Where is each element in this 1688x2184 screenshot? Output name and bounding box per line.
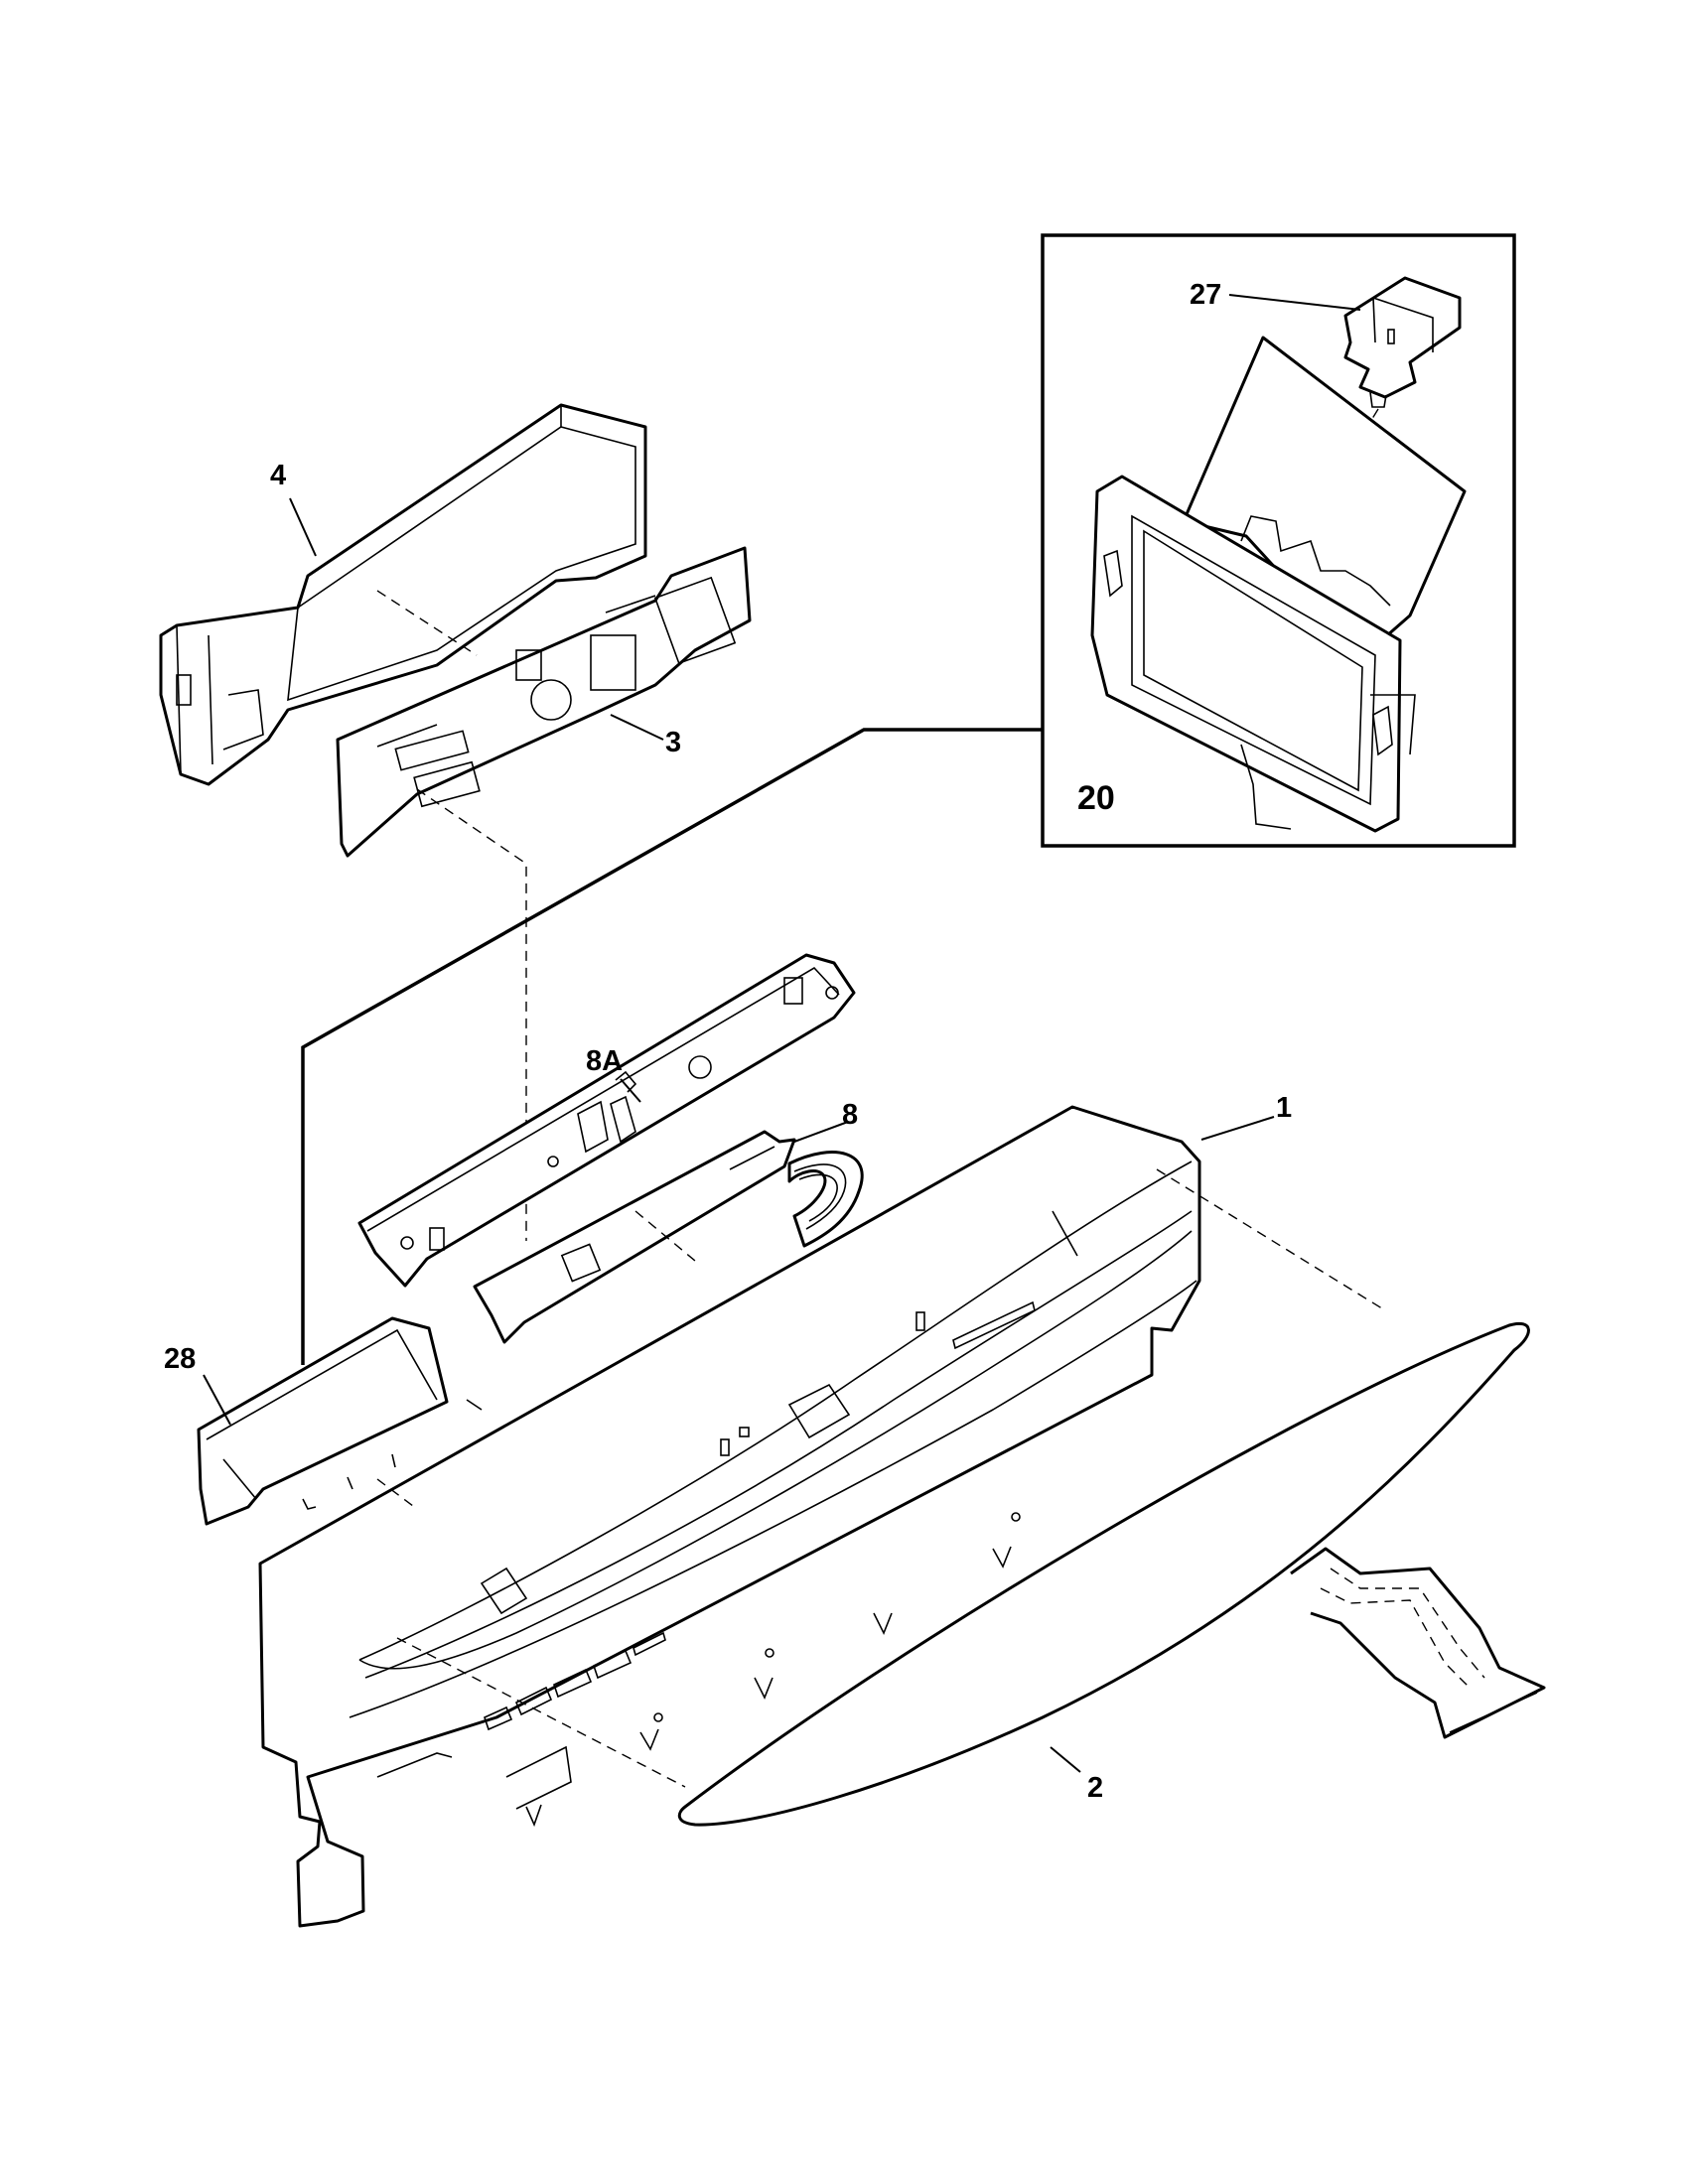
leader-lines	[203, 294, 1361, 1773]
part-2-overlay	[677, 1322, 1546, 1827]
callout-label-1: 1	[1276, 1092, 1292, 1124]
callout-label-8A: 8A	[586, 1045, 623, 1077]
callout-label-20: 20	[1077, 779, 1115, 817]
callout-label-4: 4	[270, 460, 286, 491]
callout-label-28: 28	[164, 1343, 196, 1375]
callout-label-8: 8	[842, 1099, 858, 1131]
inset-box-20	[301, 233, 1516, 1365]
part-27-switch	[1343, 276, 1462, 408]
part-8A-bracket	[357, 953, 856, 1288]
part-3-control-board	[336, 546, 752, 858]
part-1-console	[258, 1105, 1201, 1928]
callout-label-2: 2	[1087, 1772, 1103, 1804]
part-4-housing	[159, 403, 647, 786]
inset-dispenser-housing	[1090, 336, 1467, 833]
callout-label-3: 3	[665, 727, 681, 758]
part-28-cover	[197, 1316, 449, 1526]
part-8-ribbon-board	[473, 1130, 864, 1344]
callout-label-27: 27	[1190, 279, 1221, 311]
